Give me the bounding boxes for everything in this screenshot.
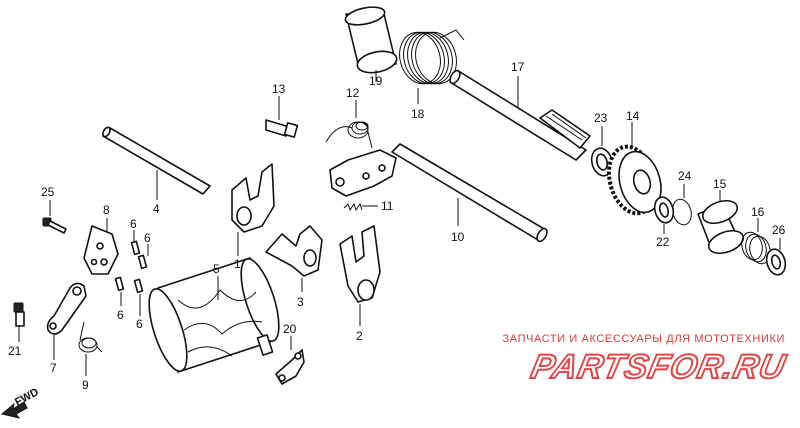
callout-9: 9 [82,378,89,392]
callout-5: 5 [213,262,220,276]
callout-6c: 6 [117,308,124,322]
callout-21: 21 [8,344,22,358]
part-stopper-plate [83,225,119,275]
callout-20: 20 [283,322,297,336]
callout-22: 22 [656,235,670,249]
callout-4: 4 [153,202,160,216]
callout-6d: 6 [136,317,143,331]
part-shift-fork-c [339,225,381,303]
part-ratchet [697,199,745,255]
part-thrust-washer [653,196,675,224]
callout-6b: 6 [144,231,151,245]
callout-13: 13 [272,82,286,96]
callout-1: 1 [234,257,241,271]
part-torsion-spring [325,121,373,149]
callout-7: 7 [50,361,57,375]
callout-24: 24 [678,169,692,183]
callout-12: 12 [346,86,360,100]
part-guide-pin [265,119,299,138]
callout-2: 2 [356,329,363,343]
callout-10: 10 [451,230,465,244]
callout-26: 26 [772,223,786,237]
part-shift-fork-shaft [102,126,211,195]
part-bolt [42,217,67,234]
forward-arrow-icon [0,401,28,419]
part-guide-plate [275,349,305,385]
part-gearshift-spindle [329,143,548,243]
callout-3: 3 [297,295,304,309]
watermark-logo: PARTSFOR.RU [527,347,790,387]
part-ratchet-spring [741,231,771,265]
part-small-spring [343,202,363,212]
callout-23: 23 [594,111,608,125]
callout-19: 19 [369,74,383,88]
callout-11: 11 [381,199,394,213]
callout-17: 17 [511,60,525,74]
part-collar [344,6,398,74]
part-pins [114,240,148,294]
callout-15: 15 [713,177,727,191]
part-end-washer [765,248,787,276]
callout-16: 16 [751,205,765,219]
part-kick-spring [399,29,465,85]
watermark-caption: ЗАПЧАСТИ И АКСЕССУАРЫ ДЛЯ МОТОТЕХНИКИ [502,333,785,345]
part-shift-fork-b [265,225,323,277]
callout-25: 25 [41,185,55,199]
callout-8: 8 [103,203,110,217]
part-shift-fork-a [231,163,275,233]
part-kickstarter-spindle [449,69,591,161]
callout-6a: 6 [130,217,137,231]
part-stopper-arm [46,282,87,335]
callout-14: 14 [626,109,640,123]
callout-18: 18 [411,107,425,121]
part-bolt-small [13,302,25,327]
part-kickstarter-gear [606,144,662,216]
part-shift-drum [148,257,280,373]
part-return-spring [78,321,103,353]
